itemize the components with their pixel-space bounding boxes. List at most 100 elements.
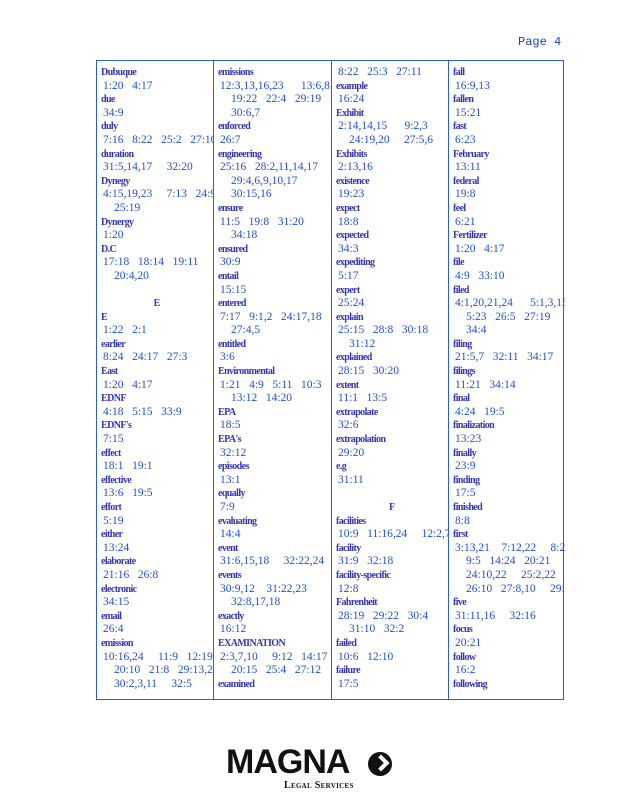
index-term: effective <box>101 474 132 486</box>
index-term: EDNF <box>101 393 126 405</box>
index-term: Fahrenheit <box>336 597 378 609</box>
page-line-references: 28:19 29:22 30:4 <box>338 609 429 622</box>
page-line-references: 32:12 <box>220 446 247 459</box>
page-line-references: 4:18 5:15 33:9 <box>103 405 182 418</box>
page-line-references: 30:9 <box>220 256 241 269</box>
page-line-references: 34:9 <box>103 106 124 119</box>
index-term: finalization <box>453 420 495 432</box>
page-line-references: 17:5 <box>338 677 359 690</box>
page-line-references: 2:13,16 <box>338 161 373 174</box>
page-line-references: 31:12 <box>349 337 376 350</box>
page-line-references: 20:10 21:8 29:13,21 <box>114 664 213 677</box>
logo-arrow-icon <box>368 752 392 776</box>
index-term: electronic <box>101 583 137 595</box>
page-line-references: 27:4,5 <box>231 324 261 337</box>
page-line-references: 1:20 4:17 <box>103 378 153 391</box>
page-line-references: 19:23 <box>338 188 365 201</box>
page-line-references: 11:5 19:8 31:20 <box>220 215 304 228</box>
page-line-references: 9:5 14:24 20:21 <box>466 555 551 568</box>
index-term: facilities <box>336 515 366 527</box>
page-line-references: 31:6,15,18 32:22,24 <box>220 555 325 568</box>
page-line-references: 4:9 33:10 <box>455 269 505 282</box>
page-line-references: 7:17 9:1,2 24:17,18 <box>220 310 322 323</box>
page-line-references: 16:2 <box>455 664 476 677</box>
index-term: fallen <box>453 94 474 106</box>
index-term: events <box>218 569 242 581</box>
page-line-references: 6:21 <box>455 215 476 228</box>
page-line-references: 17:5 <box>455 487 476 500</box>
index-term: failure <box>336 665 361 677</box>
page-line-references: 15:21 <box>455 106 482 119</box>
index-term: entitled <box>218 338 246 350</box>
index-term: first <box>453 529 468 541</box>
page-line-references: 32:6 <box>338 419 359 432</box>
index-term: earlier <box>101 338 126 350</box>
page-line-references: 25:24 <box>338 297 365 310</box>
logo-wordmark: MAGNA <box>226 743 350 781</box>
page-line-references: 6:23 <box>455 133 476 146</box>
index-term: extrapolate <box>336 406 378 418</box>
page-line-references: 20:15 25:4 27:12 <box>231 664 322 677</box>
page-line-references: 30:15,16 <box>231 188 272 201</box>
page-line-references: 1:20 4:17 <box>455 242 505 255</box>
index-term: either <box>101 529 123 541</box>
index-term: examined <box>218 678 255 690</box>
index-term: five <box>453 597 467 609</box>
index-term: episodes <box>218 461 249 473</box>
page-line-references: 28:15 30:20 <box>338 365 400 378</box>
page-line-references: 4:1,20,21,24 5:1,3,15 <box>455 297 565 310</box>
page-line-references: 7:15 <box>103 433 124 446</box>
index-term: East <box>101 366 118 378</box>
page-line-references: 30:9,12 31:22,23 <box>220 582 307 595</box>
page-line-references: 4:24 19:5 <box>455 405 505 418</box>
index-term: E <box>101 311 108 323</box>
page-line-references: 16:24 <box>338 93 365 106</box>
index-term: February <box>453 148 489 160</box>
page-line-references: 19:8 <box>455 188 476 201</box>
index-term: D.C <box>101 243 117 255</box>
index-term: failed <box>336 637 357 649</box>
index-term: filed <box>453 284 469 296</box>
index-term: expert <box>336 284 360 296</box>
index-term: fall <box>453 67 465 78</box>
page-line-references: 21:16 26:8 <box>103 568 159 581</box>
index-term: EDNF's <box>101 420 132 432</box>
index-term: equally <box>218 488 246 500</box>
page-line-references: 7:9 <box>220 501 235 513</box>
index-term: follow <box>453 651 476 663</box>
page-line-references: 25:19 <box>114 201 141 214</box>
page-line-references: 1:20 <box>103 229 124 242</box>
index-term: extent <box>336 379 359 391</box>
index-term: finding <box>453 474 480 486</box>
letter-section-heading: E <box>153 298 161 310</box>
page-line-references: 31:11 <box>338 473 364 486</box>
page-line-references: 24:19,20 27:5,6 <box>349 133 434 146</box>
page-line-references: 2:14,14,15 9:2,3 <box>338 120 428 133</box>
index-term: Dynergy <box>101 216 134 228</box>
index-term: EPA <box>218 406 236 418</box>
page-line-references: 25:16 28:2,11,14,17 <box>220 161 318 174</box>
index-term: duly <box>101 121 118 133</box>
index-term: filings <box>453 366 476 378</box>
magna-legal-services-logo: MAGNA Legal Services <box>226 744 396 794</box>
page-line-references: 11:21 34:14 <box>455 378 516 391</box>
page-line-references: 5:23 26:5 27:19 <box>466 310 551 323</box>
page-line-references: 13:11 <box>455 161 481 174</box>
page-line-references: 2:3,7,10 9:12 14:17 <box>220 650 328 663</box>
index-term: finally <box>453 447 477 459</box>
index-term: Exhibits <box>336 148 367 160</box>
page-line-references: 20:21 <box>455 636 482 649</box>
index-term: entail <box>218 270 239 282</box>
page-line-references: 30:2,3,11 32:5 <box>114 677 192 690</box>
index-term: Fertilizer <box>453 230 488 242</box>
page-line-references: 10:16,24 11:9 12:19 <box>103 650 213 663</box>
page-line-references: 24:10,22 25:2,22 <box>466 568 556 581</box>
page-line-references: 29:4,6,9,10,17 <box>231 174 298 187</box>
index-term: ensure <box>218 202 243 214</box>
page-line-references: 5:17 <box>338 269 359 282</box>
page-line-references: 26:10 27:8,10 29:3 <box>466 582 565 595</box>
